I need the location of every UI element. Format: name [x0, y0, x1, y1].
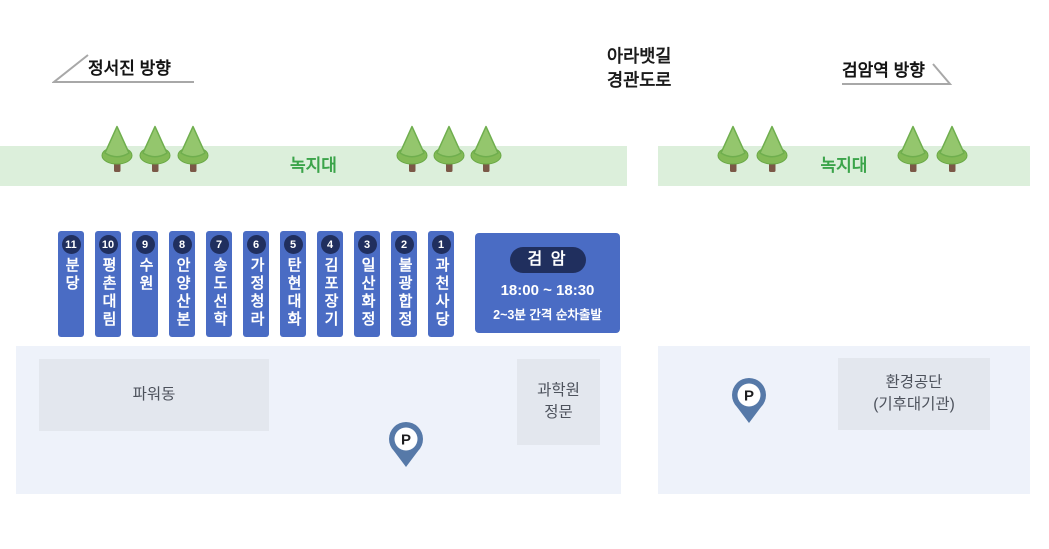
stop-number-badge: 5 [283, 235, 303, 254]
tree-icon [756, 125, 788, 172]
building-power: 파워동 [39, 359, 269, 431]
stop-name: 가정청라 [248, 257, 265, 329]
stop-number-badge: 10 [98, 235, 118, 254]
building-science-line1: 과학원 [537, 382, 580, 399]
stop-number-badge: 2 [394, 235, 414, 254]
stop-name: 김포장기 [322, 257, 339, 329]
scenic-road-label: 아라뱃길 경관도로 [607, 44, 671, 92]
scenic-road-line1: 아라뱃길 [607, 46, 672, 66]
stop-number-badge: 7 [209, 235, 229, 254]
stop-bar: 2 불광합정 [391, 231, 417, 337]
stop-number-badge: 3 [357, 235, 377, 254]
terminal-name-badge: 검 암 [509, 247, 586, 273]
tree-icon [717, 125, 749, 172]
building-science-line2: 정문 [544, 404, 573, 421]
stop-name: 분당 [63, 257, 80, 293]
stop-bar: 4 김포장기 [317, 231, 343, 337]
building-environment-corp: 환경공단 (기후대기관) [838, 358, 990, 430]
direction-left-label: 정서진 방향 [88, 59, 171, 78]
stop-name: 과천사당 [433, 257, 450, 329]
stop-name: 일산화정 [359, 257, 376, 329]
stop-bar: 7 송도선학 [206, 231, 232, 337]
tree-icon [101, 125, 133, 172]
direction-right-label: 검암역 방향 [842, 61, 925, 80]
geomam-terminal-box: 검 암 18:00 ~ 18:30 2~3분 간격 순차출발 [475, 233, 620, 333]
stop-name: 평촌대림 [100, 257, 117, 329]
building-power-label: 파워동 [132, 386, 176, 403]
building-science-gate: 과학원 정문 [517, 359, 600, 445]
tree-icon [433, 125, 465, 172]
trees-layer [0, 125, 1049, 173]
tree-icon [897, 125, 929, 172]
green-zone-right-label: 녹지대 [820, 156, 868, 175]
stop-number-badge: 4 [320, 235, 340, 254]
stop-bar: 11 분당 [58, 231, 84, 337]
building-env-line1: 환경공단 [885, 374, 943, 391]
parking-pin-icon-right: P [732, 378, 766, 423]
stop-bar: 6 가정청라 [243, 231, 269, 337]
stop-number-badge: 8 [172, 235, 192, 254]
stop-bar: 1 과천사당 [428, 231, 454, 337]
tree-icon [177, 125, 209, 172]
stop-bar: 8 안양산본 [169, 231, 195, 337]
parking-letter-right: P [744, 388, 754, 405]
stop-name: 탄현대화 [285, 257, 302, 329]
tree-icon [139, 125, 171, 172]
stop-name: 안양산본 [174, 257, 191, 329]
direction-left-arrow-icon [52, 54, 194, 83]
tree-icon [936, 125, 968, 172]
tree-icon [470, 125, 502, 172]
parking-letter-left: P [401, 432, 411, 449]
stop-name: 송도선학 [211, 257, 228, 329]
terminal-time: 18:00 ~ 18:30 [500, 282, 595, 299]
stop-bar: 9 수원 [132, 231, 158, 337]
direction-right-arrow-icon [842, 63, 953, 85]
stop-number-badge: 9 [135, 235, 155, 254]
stop-bar: 5 탄현대화 [280, 231, 306, 337]
scenic-road-line2: 경관도로 [607, 70, 672, 90]
terminal-note: 2~3분 간격 순차출발 [493, 308, 602, 322]
stop-number-badge: 1 [431, 235, 451, 254]
stop-bar: 3 일산화정 [354, 231, 380, 337]
green-zone-left-label: 녹지대 [290, 156, 337, 175]
building-env-line2: (기후대기관) [873, 396, 955, 413]
stop-name: 수원 [137, 257, 154, 293]
stop-number-badge: 11 [61, 235, 81, 254]
stop-name: 불광합정 [396, 257, 413, 329]
stop-number-badge: 6 [246, 235, 266, 254]
stop-bar: 10 평촌대림 [95, 231, 121, 337]
tree-icon [396, 125, 428, 172]
parking-pin-icon-left: P [389, 422, 423, 467]
